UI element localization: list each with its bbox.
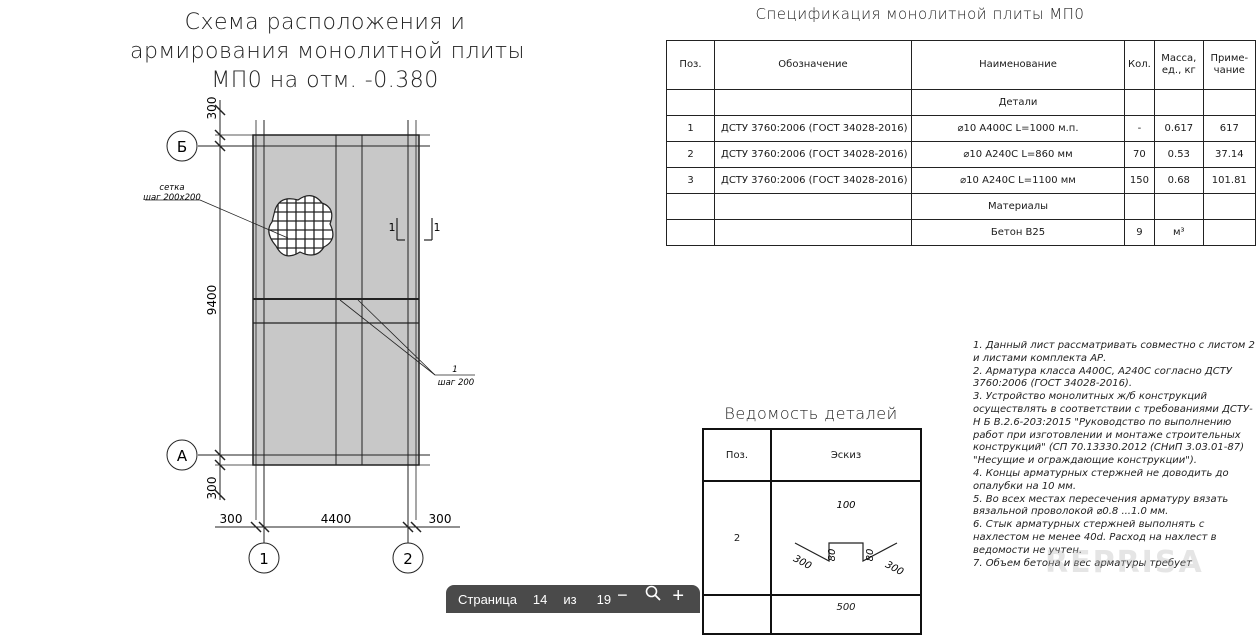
spec-cell: 0.68 <box>1153 167 1204 194</box>
watermark: REPRISA <box>1045 545 1204 580</box>
spec-cell <box>714 219 912 246</box>
spec-cell: ⌀10 А240С L=1100 мм <box>911 167 1125 194</box>
table-row: Бетон В25 9 м³ <box>666 219 1256 246</box>
details-table: Поз. Эскиз 2 100 80 80 300 300 500 <box>702 428 922 635</box>
mesh-label-1: сетка <box>159 183 184 193</box>
bar-bend-sketch: 100 80 80 300 300 <box>791 500 905 578</box>
details-header-row: Поз. Эскиз <box>702 428 922 482</box>
search-zoom-button[interactable] <box>645 585 673 613</box>
bar-label-1: 1 <box>452 365 457 375</box>
plan-title-line-3: МП0 на отм. -0.380 <box>211 68 439 93</box>
spec-cell: 101.81 <box>1202 167 1256 194</box>
spec-cell: 9 <box>1124 219 1155 246</box>
sketch-dim-top: 100 <box>836 500 855 511</box>
details-header-sketch: Эскиз <box>770 428 922 482</box>
spec-table: Поз. Обозначение Наименование Кол. Масса… <box>666 40 1256 246</box>
sketch-dim-side-left: 80 <box>827 548 838 561</box>
spec-cell: ДСТУ 3760:2006 (ГОСТ 34028-2016) <box>714 141 912 168</box>
dim-left: 300 <box>220 512 243 526</box>
spec-header-mass: Масса, ед., кг <box>1153 40 1204 90</box>
spec-cell: 1 <box>666 115 715 142</box>
spec-cell: - <box>1124 115 1155 142</box>
spec-cell: 0.53 <box>1153 141 1204 168</box>
spec-cell: 617 <box>1202 115 1256 142</box>
axis-label-2: 2 <box>403 550 413 568</box>
spec-section-parts: Детали <box>911 89 1125 116</box>
dim-right: 300 <box>429 512 452 526</box>
page-of-label: из <box>563 591 577 607</box>
spec-cell: ДСТУ 3760:2006 (ГОСТ 34028-2016) <box>714 115 912 142</box>
general-notes: 1. Данный лист рассматривать совместно с… <box>973 340 1255 569</box>
magnifier-icon <box>645 585 661 601</box>
dim-width: 4400 <box>321 512 352 526</box>
axis-label-a: А <box>177 447 188 465</box>
spec-cell: ⌀10 А400С L=1000 м.п. <box>911 115 1125 142</box>
mesh-label-2: шаг 200х200 <box>143 193 201 203</box>
details-header-pos: Поз. <box>702 428 772 482</box>
spec-header-pos: Поз. <box>666 40 715 90</box>
zoom-out-button[interactable]: − <box>617 585 628 605</box>
page-label: Страница <box>458 591 517 607</box>
spec-cell: 37.14 <box>1202 141 1256 168</box>
plan-title-line-2: армирования монолитной плиты <box>130 39 525 64</box>
spec-header-name: Наименование <box>911 40 1125 90</box>
axis-bubble-b <box>166 130 198 162</box>
dim-bottom: 300 <box>205 477 219 500</box>
axis-label-b: Б <box>177 138 187 156</box>
spec-cell: Бетон В25 <box>911 219 1125 246</box>
spec-cell: 0.617 <box>1153 115 1204 142</box>
sketch-dim-leg-right: 300 <box>883 559 905 578</box>
spec-section-materials: Материалы <box>911 193 1125 220</box>
spec-cell: 70 <box>1124 141 1155 168</box>
details-row-pos: 2 <box>702 480 772 596</box>
spec-cell: 3 <box>666 167 715 194</box>
table-row: 500 <box>702 594 922 635</box>
table-row: 1 ДСТУ 3760:2006 (ГОСТ 34028-2016) ⌀10 А… <box>666 115 1256 142</box>
spec-header-row: Поз. Обозначение Наименование Кол. Масса… <box>666 40 1256 90</box>
details-next-value: 500 <box>770 594 922 635</box>
dim-middle: 9400 <box>205 285 219 316</box>
table-row: 2 ДСТУ 3760:2006 (ГОСТ 34028-2016) ⌀10 А… <box>666 141 1256 168</box>
section-mark-right: 1 <box>434 221 441 234</box>
slab-plan-drawing: Б А 1 2 300 9400 300 300 4400 300 сетка … <box>143 97 475 574</box>
spec-section-row: Материалы <box>666 193 1256 220</box>
zoom-in-button[interactable]: + <box>672 585 685 607</box>
table-row: 2 100 80 80 300 300 <box>702 480 922 596</box>
spec-cell <box>1202 219 1256 246</box>
spec-cell: м³ <box>1153 219 1204 246</box>
plan-title: Схема расположения и армирования монолит… <box>130 8 525 95</box>
spec-cell: ДСТУ 3760:2006 (ГОСТ 34028-2016) <box>714 167 912 194</box>
table-row: 3 ДСТУ 3760:2006 (ГОСТ 34028-2016) ⌀10 А… <box>666 167 1256 194</box>
axis-bubble-1 <box>248 542 280 574</box>
spec-header-note: Приме- чание <box>1202 40 1256 90</box>
spec-cell: ⌀10 А240С L=860 мм <box>911 141 1125 168</box>
sketch-dim-side-right: 80 <box>865 548 876 561</box>
spec-cell: 2 <box>666 141 715 168</box>
dim-top: 300 <box>205 97 219 120</box>
spec-section-row: Детали <box>666 89 1256 116</box>
bar-label-2: шаг 200 <box>438 378 474 388</box>
spec-cell: 150 <box>1124 167 1155 194</box>
details-title: Ведомость деталей <box>724 404 898 423</box>
page-current[interactable]: 14 <box>532 591 548 607</box>
spec-title: Спецификация монолитной плиты МП0 <box>755 5 1085 23</box>
axis-bubble-2 <box>392 542 424 574</box>
page-toolbar: Страница 14 из 19 − + <box>446 585 700 613</box>
axis-bubble-a <box>166 439 198 471</box>
axis-label-1: 1 <box>259 550 269 568</box>
section-mark-left: 1 <box>389 221 396 234</box>
spec-header-designation: Обозначение <box>714 40 912 90</box>
spec-header-qty: Кол. <box>1124 40 1155 90</box>
spec-cell <box>666 219 715 246</box>
page-total: 19 <box>596 591 612 607</box>
sketch-dim-leg-left: 300 <box>791 553 813 572</box>
plan-title-line-1: Схема расположения и <box>184 10 466 35</box>
